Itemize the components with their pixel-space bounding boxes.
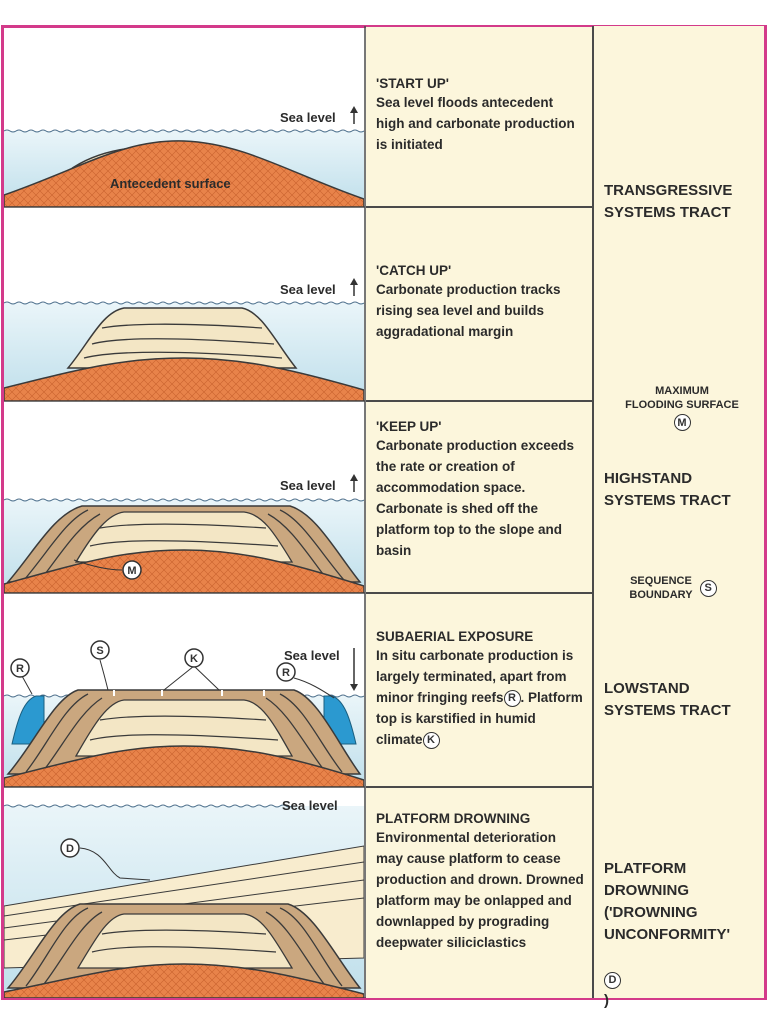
platform-drowning-text: Environmental deterioration may cause pl… (376, 830, 584, 950)
subaerial-exposure-description: SUBAERIAL EXPOSURE In situ carbonate pro… (366, 594, 592, 788)
marker-r-icon: R (503, 689, 521, 707)
keep-up-title: 'KEEP UP' (376, 419, 442, 434)
catch-up-illustration: Sea level (4, 278, 364, 401)
svg-text:K: K (190, 653, 198, 665)
sea-level-label-1: Sea level (280, 110, 336, 125)
marker-r-icon: R (10, 658, 30, 678)
subaerial-exposure-title: SUBAERIAL EXPOSURE (376, 629, 534, 644)
antecedent-surface-label: Antecedent surface (110, 176, 231, 191)
catch-up-text: Carbonate production tracks rising sea l… (376, 282, 561, 339)
maximum-flooding-surface-label: MAXIMUM FLOODING SURFACE M (602, 384, 762, 431)
sequence-boundary-label: SEQUENCE BOUNDARY S (618, 574, 728, 602)
keep-up-illustration: M Sea level (4, 474, 364, 593)
systems-tract-column: TRANSGRESSIVE SYSTEMS TRACT MAXIMUM FLOO… (594, 26, 764, 1009)
catch-up-title: 'CATCH UP' (376, 263, 452, 278)
highstand-systems-tract-label: HIGHSTAND SYSTEMS TRACT (604, 470, 731, 509)
svg-text:R: R (282, 667, 290, 679)
marker-k-icon: K (422, 731, 440, 749)
platform-drowning-tract-label: PLATFORM DROWNING ('DROWNING UNCONFORMIT… (604, 860, 731, 1009)
platform-drowning-illustration: D Sea level (4, 798, 364, 998)
marker-s-icon: S (90, 640, 110, 660)
up-arrow-icon (350, 474, 358, 492)
svg-text:R: R (16, 663, 24, 675)
marker-m-icon: M (122, 560, 142, 580)
marker-d-icon: D (604, 971, 621, 989)
start-up-text: Sea level floods antecedent high and car… (376, 95, 575, 152)
subaerial-exposure-text: In situ carbonate production is largely … (376, 648, 583, 749)
sea-level-label-2: Sea level (280, 282, 336, 297)
down-arrow-icon (350, 648, 358, 691)
subaerial-exposure-illustration: R S K R Sea level (4, 640, 364, 787)
start-up-illustration: Antecedent surface Sea level (4, 106, 364, 207)
start-up-description: 'START UP' Sea level floods antecedent h… (366, 27, 592, 208)
svg-text:S: S (96, 645, 103, 657)
sea-level-label-5: Sea level (282, 798, 338, 813)
svg-text:M: M (127, 565, 136, 577)
platform-drowning-description: PLATFORM DROWNING Environmental deterior… (366, 788, 592, 998)
sea-level-label-3: Sea level (280, 478, 336, 493)
marker-m-icon: M (673, 414, 691, 431)
marker-s-icon: S (699, 579, 717, 597)
lowstand-systems-tract-label: LOWSTAND SYSTEMS TRACT (604, 680, 731, 719)
keep-up-text: Carbonate production exceeds the rate or… (376, 438, 575, 558)
svg-text:D: D (66, 843, 74, 855)
platform-drowning-title: PLATFORM DROWNING (376, 811, 531, 826)
transgressive-systems-tract-label: TRANSGRESSIVE SYSTEMS TRACT (604, 182, 733, 221)
keep-up-description: 'KEEP UP' Carbonate production exceeds t… (366, 402, 592, 594)
up-arrow-icon (350, 106, 358, 124)
marker-d-icon: D (60, 838, 80, 858)
start-up-title: 'START UP' (376, 76, 449, 91)
up-arrow-icon (350, 278, 358, 296)
marker-k-icon: K (184, 648, 204, 668)
marker-r-icon: R (276, 662, 296, 682)
catch-up-description: 'CATCH UP' Carbonate production tracks r… (366, 208, 592, 402)
sea-level-label-4: Sea level (284, 648, 340, 663)
